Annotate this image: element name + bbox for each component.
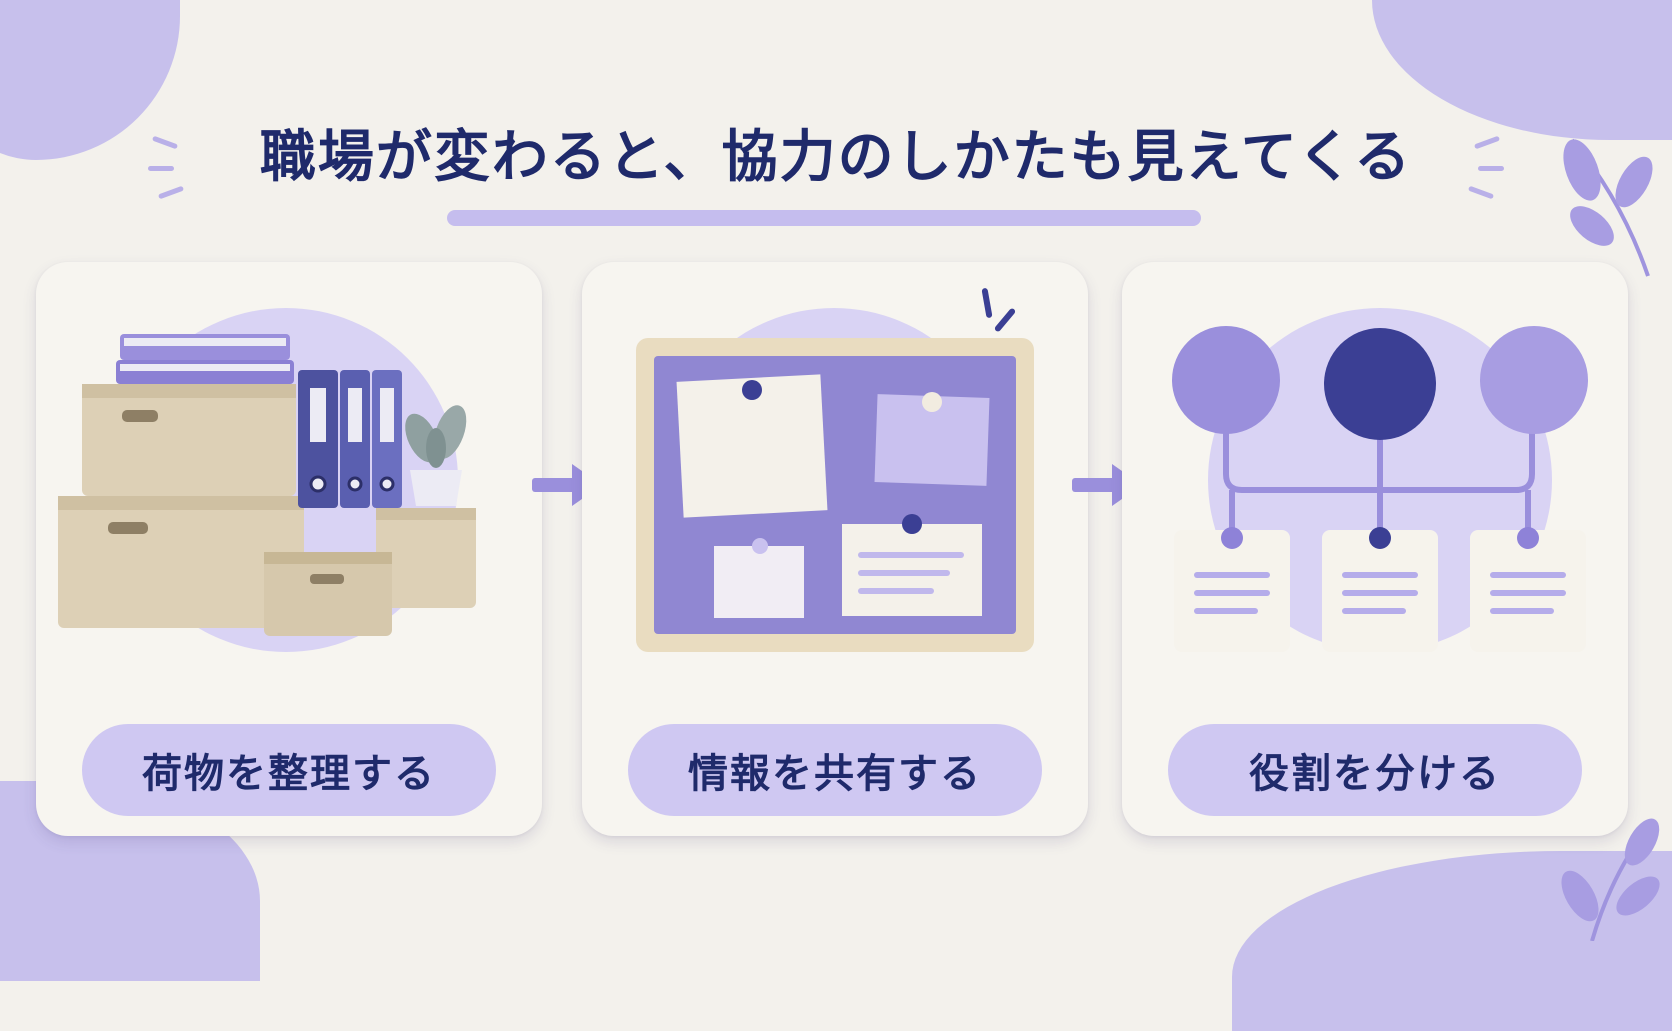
title-spark-right <box>1478 166 1504 171</box>
org-chart-icon <box>1172 308 1588 652</box>
title-underline <box>447 210 1201 226</box>
leaf-sprig-icon <box>1561 818 1660 941</box>
bulletin-board-icon <box>636 288 1034 652</box>
step-label-organize: 荷物を整理する <box>82 724 496 816</box>
step-label-share: 情報を共有する <box>628 724 1042 816</box>
step-card-divide: 役割を分ける <box>1122 262 1628 836</box>
boxes-and-binders-icon <box>58 308 476 652</box>
title-spark-left <box>148 166 174 171</box>
step-card-organize: 荷物を整理する <box>36 262 542 836</box>
step-card-share: 情報を共有する <box>582 262 1088 836</box>
step-label-divide: 役割を分ける <box>1168 724 1582 816</box>
leaf-sprig-icon <box>1563 138 1653 277</box>
page-title: 職場が変わると、協力のしかたも見えてくる <box>259 125 1413 190</box>
